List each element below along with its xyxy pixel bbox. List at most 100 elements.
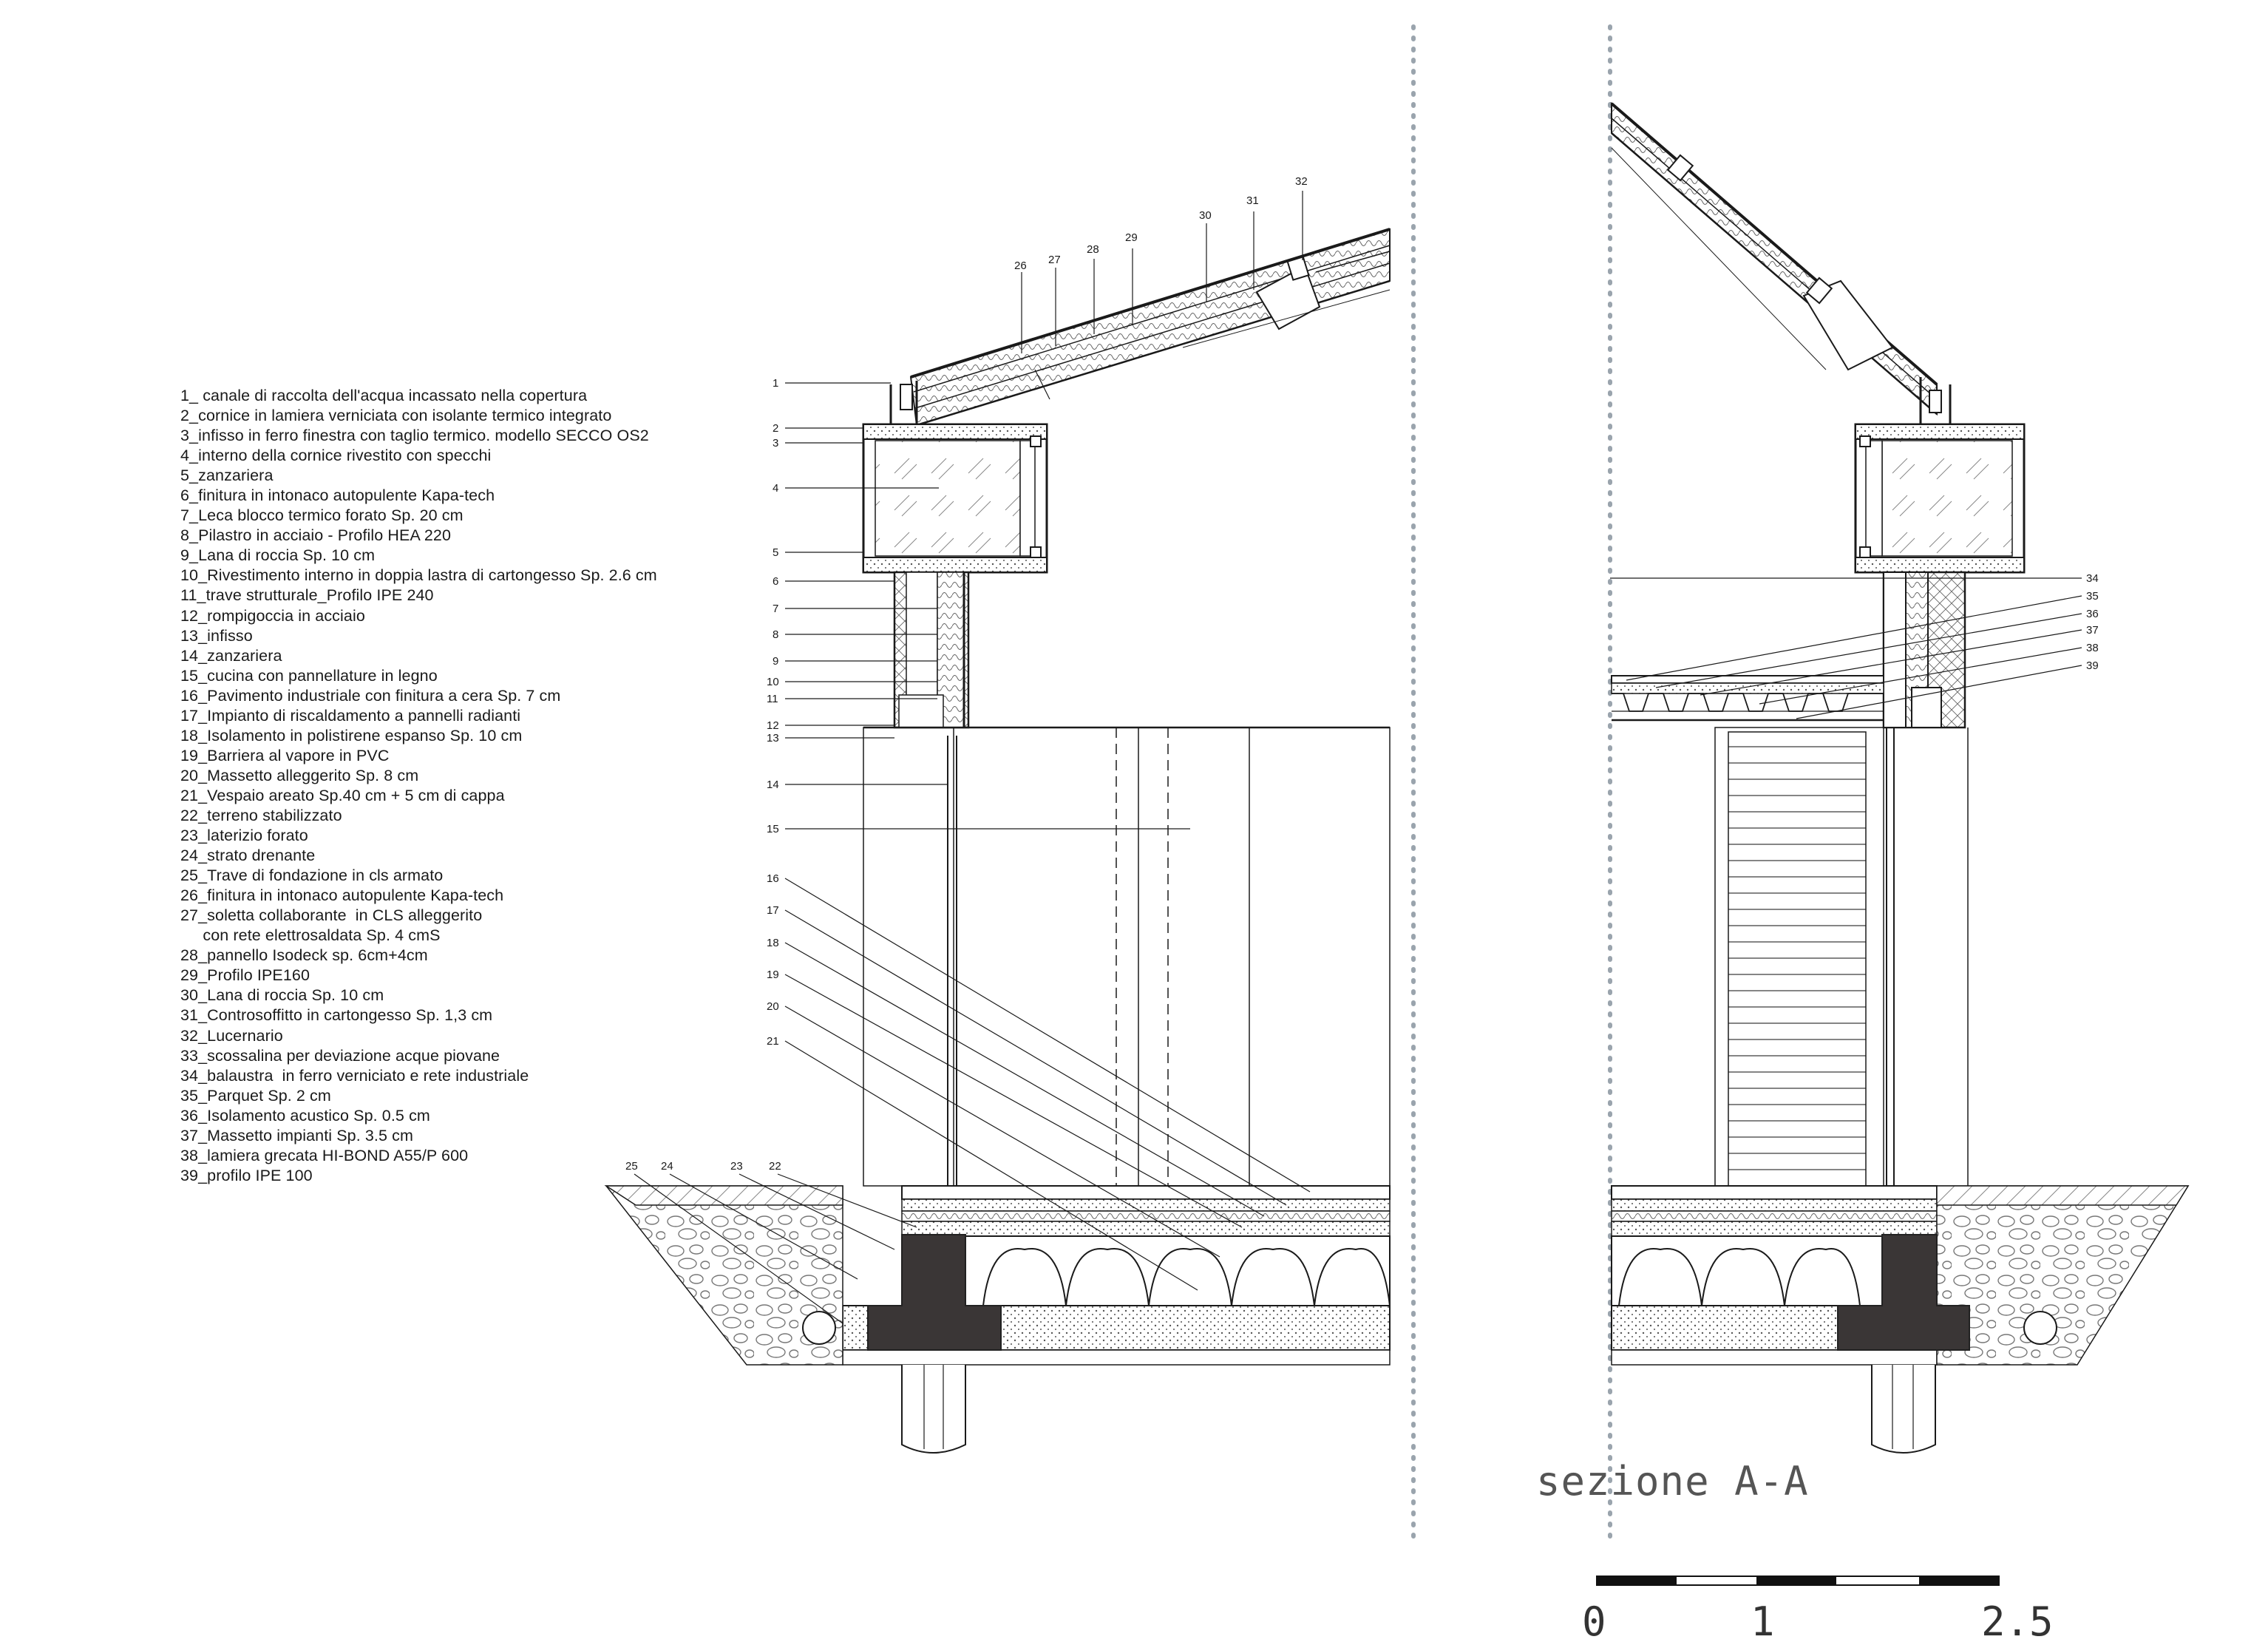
callout-29: 29 [1125, 231, 1138, 244]
callout-20: 20 [767, 1000, 779, 1013]
legend-item: 24_strato drenante [180, 847, 316, 865]
scale-bar [1596, 1576, 2000, 1586]
callout-9: 9 [773, 655, 778, 668]
legend-item: 4_interno della cornice rivestito con sp… [180, 447, 492, 465]
legend-item: 2_cornice in lamiera verniciata con isol… [180, 407, 612, 425]
legend-item: 38_lamiera grecata HI-BOND A55/P 600 [180, 1146, 469, 1164]
legend-item: 25_Trave di fondazione in cls armato [180, 866, 444, 885]
terrain [604, 1185, 843, 1366]
legend-item: 34_balaustra in ferro verniciato e rete … [180, 1066, 529, 1085]
legend-item: 18_Isolamento in polistirene espanso Sp.… [180, 726, 523, 745]
legend-item: 36_Isolamento acustico Sp. 0.5 cm [180, 1106, 430, 1125]
callout-21: 21 [767, 1035, 779, 1048]
legend-item: 5_zanzariera [180, 467, 274, 485]
legend-item: 1_ canale di raccolta dell'acqua incassa… [180, 387, 588, 404]
leaders-right [1610, 577, 2082, 719]
callout-26: 26 [1014, 260, 1027, 272]
section-title: sezione A-A [1536, 1458, 1809, 1505]
foundation-left [867, 1234, 1002, 1454]
callout-8: 8 [773, 628, 778, 641]
callout-36: 36 [2086, 608, 2099, 620]
leaders-left [634, 191, 1311, 1324]
callout-5: 5 [773, 546, 778, 559]
callout-4: 4 [773, 482, 778, 495]
stair-right [1714, 727, 1969, 1187]
callout-28: 28 [1087, 243, 1099, 256]
legend-item: 39_profilo IPE 100 [180, 1166, 313, 1184]
legend-item: 20_Massetto alleggerito Sp. 8 cm [180, 766, 419, 784]
callout-2: 2 [773, 422, 778, 435]
callout-39: 39 [2086, 659, 2099, 672]
callout-35: 35 [2086, 590, 2099, 603]
scale-label-1: 1 [1751, 1598, 1775, 1645]
wall-right [1882, 571, 1966, 729]
legend-item: 28_pannello Isodeck sp. 6cm+4cm [180, 946, 428, 965]
legend-item: 32_Lucernario [180, 1026, 283, 1045]
callout-6: 6 [773, 575, 778, 588]
callout-37: 37 [2086, 624, 2099, 637]
legend-item: con rete elettrosaldata Sp. 4 cmS [180, 926, 441, 945]
callout-32: 32 [1295, 175, 1308, 188]
roof-right [1610, 101, 1952, 426]
legend-item: 27_soletta collaborante in CLS alleggeri… [180, 906, 483, 925]
callout-27: 27 [1048, 254, 1061, 266]
roof-slab [889, 228, 1391, 429]
terrain-right [1936, 1185, 2190, 1366]
cornice-box-right [1854, 423, 2026, 574]
callout-17: 17 [767, 904, 779, 917]
callout-labels-left: 1 2 3 4 5 6 7 8 9 10 11 12 13 14 15 16 1… [625, 175, 1308, 1173]
right-detail [1610, 101, 2190, 1454]
callout-1: 1 [773, 377, 778, 390]
callout-34: 34 [2086, 572, 2099, 585]
legend-item: 8_Pilastro in acciaio - Profilo HEA 220 [180, 526, 451, 545]
callout-12: 12 [767, 719, 779, 732]
legend-item: 26_finitura in intonaco autopulente Kapa… [180, 886, 504, 905]
floor-layers [842, 1185, 1391, 1366]
left-detail [604, 191, 1391, 1454]
legend-item: 7_Leca blocco termico forato Sp. 20 cm [180, 506, 464, 525]
scale-label-0: 0 [1582, 1598, 1606, 1645]
callout-7: 7 [773, 603, 778, 615]
legend-item: 12_rompigoccia in acciaio [180, 606, 365, 625]
legend-item: 30_Lana di roccia Sp. 10 cm [180, 986, 384, 1005]
legend-item: 14_zanzariera [180, 646, 282, 665]
legend-item: 3_infisso in ferro finestra con taglio t… [180, 427, 649, 445]
callout-11: 11 [767, 693, 778, 705]
callout-19: 19 [767, 969, 779, 981]
scale-label-2-5: 2.5 [1981, 1598, 2054, 1645]
callout-13: 13 [767, 732, 779, 745]
legend-item: 13_infisso [180, 626, 253, 645]
legend-item: 6_finitura in intonaco autopulente Kapa-… [180, 486, 495, 505]
legend-list: 1_ canale di raccolta dell'acqua incassa… [180, 386, 657, 1186]
legend-item: 11_trave strutturale_Profilo IPE 240 [180, 586, 434, 605]
callout-22: 22 [769, 1160, 781, 1173]
legend-item: 22_terreno stabilizzato [180, 806, 342, 824]
legend-item: 31_Controsoffitto in cartongesso Sp. 1,3… [180, 1006, 493, 1025]
legend-item: 10_Rivestimento interno in doppia lastra… [180, 566, 657, 585]
callout-38: 38 [2086, 642, 2099, 654]
legend-item: 21_Vespaio areato Sp.40 cm + 5 cm di cap… [180, 786, 505, 804]
callout-labels-right: 34 35 36 37 38 39 [2086, 572, 2099, 672]
legend-item: 17_Impianto di riscaldamento a pannelli … [180, 706, 521, 725]
legend-item: 23_laterizio forato [180, 827, 308, 845]
callout-18: 18 [767, 937, 779, 949]
legend-item: 9_Lana di roccia Sp. 10 cm [180, 546, 376, 565]
legend-item: 37_Massetto impianti Sp. 3.5 cm [180, 1126, 413, 1144]
callout-16: 16 [767, 872, 779, 885]
callout-14: 14 [767, 779, 779, 791]
callout-30: 30 [1199, 209, 1212, 222]
foundation-right [1837, 1234, 1970, 1454]
kitchen-elevation [863, 727, 1391, 1187]
legend-item: 19_Barriera al vapore in PVC [180, 746, 390, 764]
callout-25: 25 [625, 1160, 638, 1173]
mezzanine-floor [1611, 675, 1884, 722]
legend-item: 16_Pavimento industriale con finitura a … [180, 686, 561, 705]
legend-item: 29_Profilo IPE160 [180, 966, 310, 985]
cornice-box [862, 423, 1048, 574]
legend-item: 15_cucina con pannellature in legno [180, 666, 438, 685]
callout-23: 23 [730, 1160, 743, 1173]
callout-15: 15 [767, 823, 779, 835]
callout-24: 24 [661, 1160, 673, 1173]
callout-3: 3 [773, 437, 778, 450]
